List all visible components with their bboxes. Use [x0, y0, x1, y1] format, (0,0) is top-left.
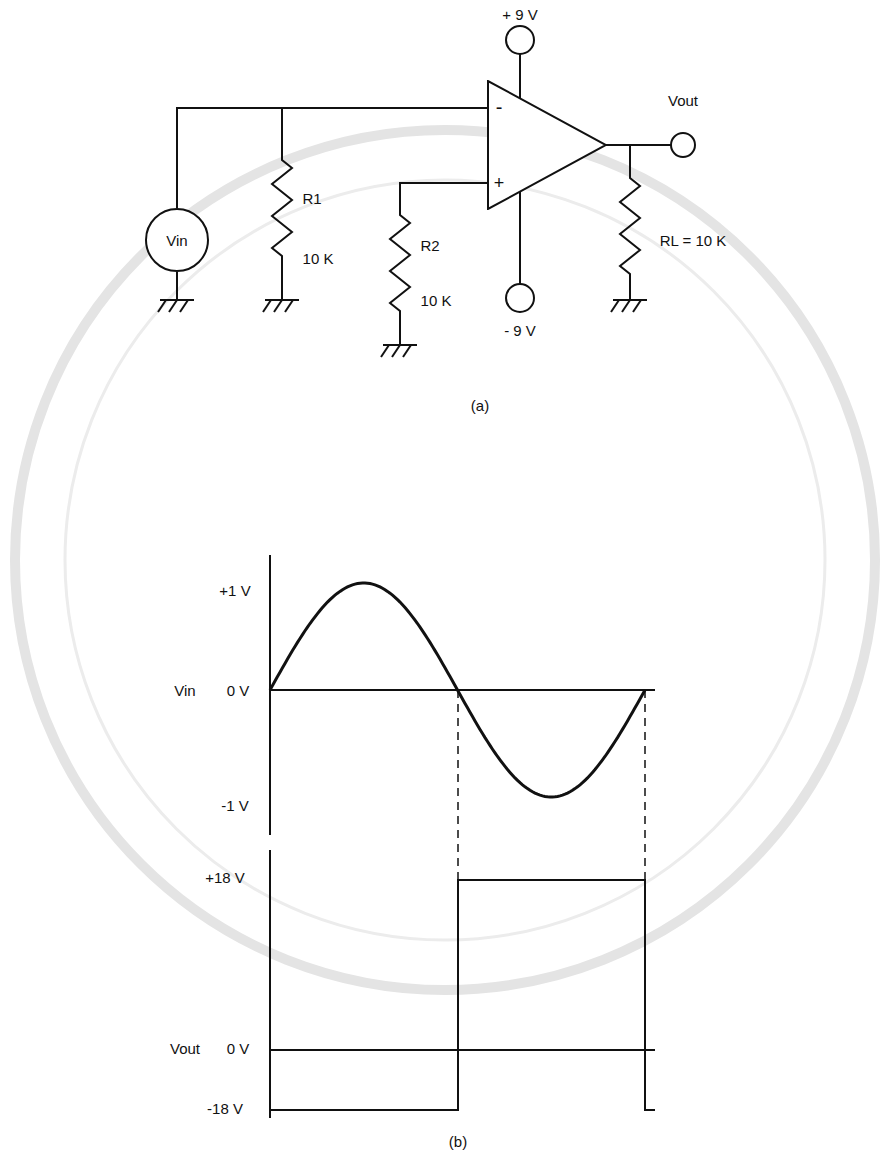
supply-voltage: - 9 V [504, 323, 536, 338]
figure-part-label: (b) [449, 1134, 467, 1149]
load-resistor-value: RL = 10 K [660, 233, 727, 248]
output-terminal-name: Vout [668, 93, 698, 108]
signal-name: Vin [174, 683, 195, 698]
voltage-source-circle: Vin [145, 208, 209, 272]
axis-value: 0 V [227, 683, 250, 698]
axis-value: +18 V [205, 870, 245, 885]
ground-symbol [158, 300, 647, 357]
axis-value: +1 V [219, 583, 250, 598]
supply-voltage: + 9 V [502, 7, 537, 22]
axis-value: 0 V [227, 1041, 250, 1056]
resistor-value: 10 K [421, 293, 452, 308]
inverting-input-sign: - [496, 97, 503, 117]
resistor-value: 10 K [303, 251, 334, 266]
op-amp-triangle: -+ [487, 80, 607, 210]
source-name: Vin [166, 233, 187, 248]
op-amp-triangle-outline [487, 80, 607, 210]
resistor-name: R1 [302, 191, 321, 206]
noninverting-input-sign: + [494, 174, 505, 192]
signal-name: Vout [170, 1041, 200, 1056]
figure-part-label: (a) [471, 398, 489, 413]
resistor-name: R2 [420, 238, 439, 253]
axis-value: -1 V [221, 798, 249, 813]
axis-value: -18 V [207, 1101, 243, 1116]
